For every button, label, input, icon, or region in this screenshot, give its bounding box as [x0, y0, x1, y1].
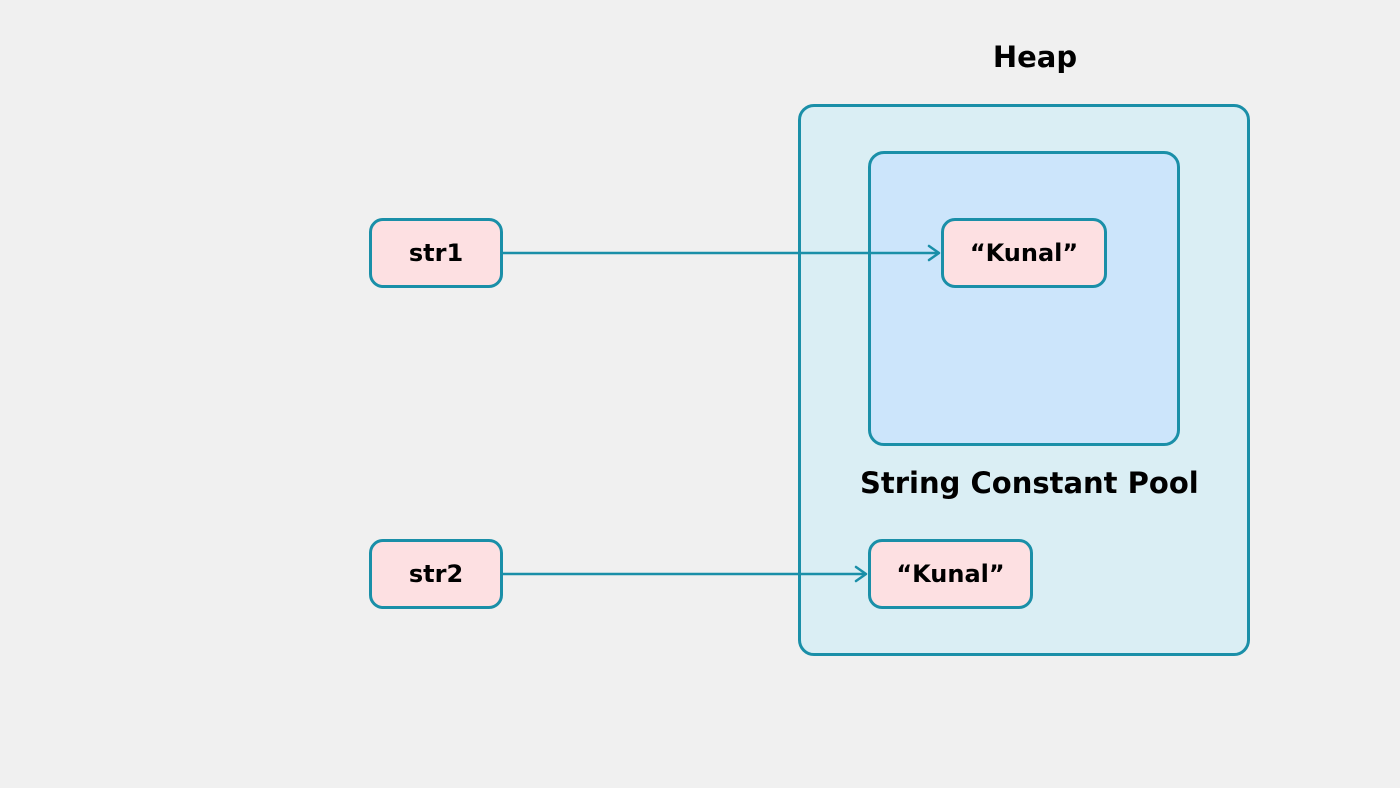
kunal-heap-object-node: “Kunal”: [868, 539, 1033, 609]
kunal-heap-label: “Kunal”: [896, 560, 1005, 588]
kunal-pool-label: “Kunal”: [969, 239, 1079, 267]
string-constant-pool-region: [868, 151, 1180, 446]
string-constant-pool-title: String Constant Pool: [860, 466, 1199, 500]
str1-variable-node: str1: [369, 218, 503, 288]
str1-label: str1: [408, 239, 464, 267]
heap-title: Heap: [992, 40, 1078, 74]
kunal-pool-object-node: “Kunal”: [941, 218, 1107, 288]
str2-label: str2: [408, 560, 464, 588]
str2-variable-node: str2: [369, 539, 503, 609]
